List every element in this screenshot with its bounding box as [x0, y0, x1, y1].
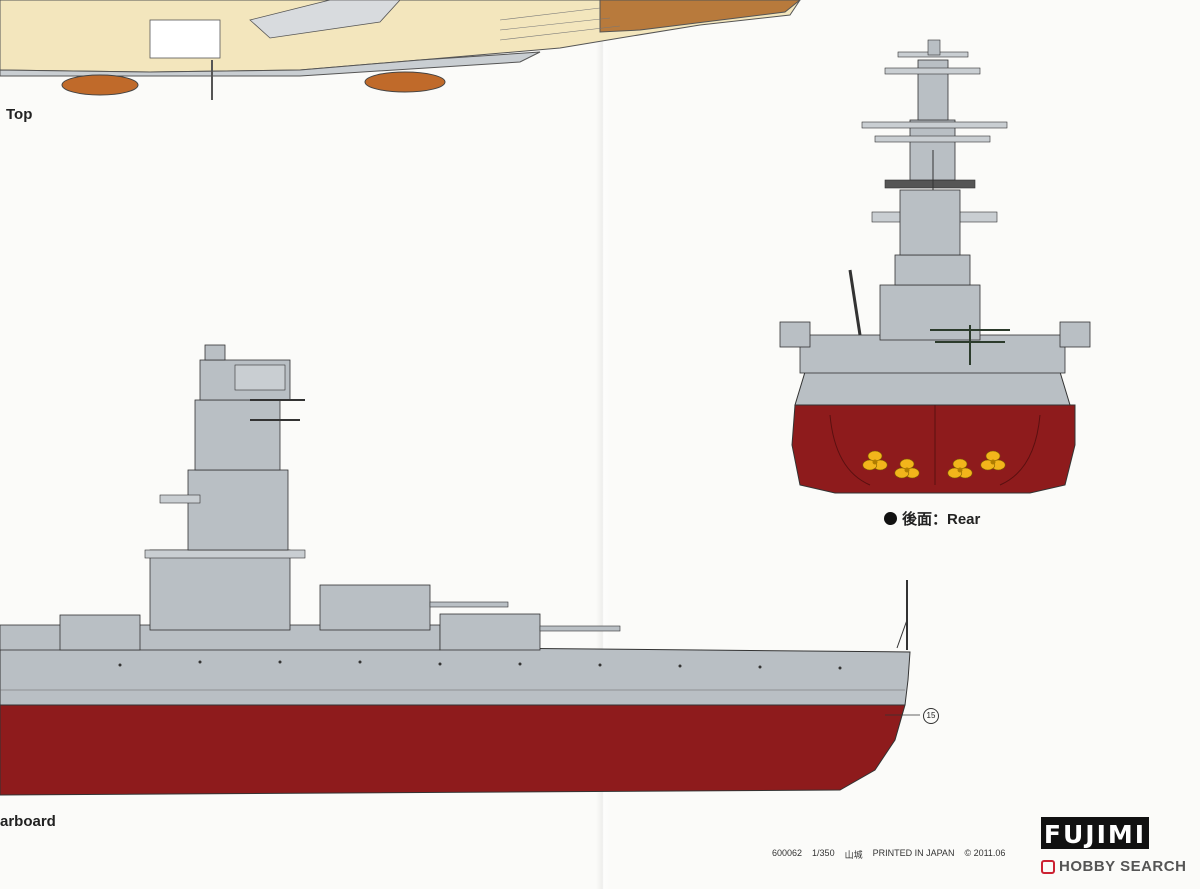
rear-view-text: 後面：Rear — [902, 511, 981, 528]
callout-number: 15 — [923, 708, 939, 724]
fujimi-logo: FUJIMI — [1041, 817, 1149, 861]
boat — [61, 74, 139, 96]
watermark: HOBBY SEARCH — [1041, 858, 1186, 875]
top-view-label: Top — [6, 106, 33, 123]
product-code: 600062 — [772, 848, 803, 858]
boat — [364, 71, 446, 93]
copyright: © 2011.06 — [964, 848, 1006, 858]
printed-in: PRINTED IN JAPAN — [872, 848, 955, 858]
rear-view-label: 後面：Rear — [884, 508, 980, 529]
starboard-view-label: arboard — [0, 813, 56, 830]
aircraft — [930, 325, 1010, 365]
watermark-text: HOBBY SEARCH — [1059, 858, 1187, 875]
propeller-4 — [980, 450, 1006, 471]
propeller-3 — [947, 458, 973, 479]
scale: 1/350 — [812, 848, 835, 858]
ship-name: 山城 — [844, 850, 863, 860]
propeller-2 — [894, 458, 920, 479]
brand-wordmark: FUJIMI — [1041, 817, 1149, 849]
propeller-1 — [862, 450, 888, 471]
footer: 600062 1/350 山城 PRINTED IN JAPAN © 2011.… — [772, 848, 1005, 861]
watermark-icon — [1041, 859, 1055, 874]
bullet-icon — [884, 512, 897, 525]
